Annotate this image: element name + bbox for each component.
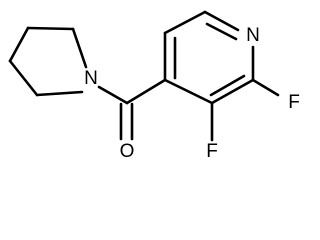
bond-pyrrolidine-c2-c3 bbox=[8, 59, 39, 97]
bond-pyridine-c5-c6 bbox=[163, 10, 207, 35]
bond-pyridine-c6-n-inner bbox=[205, 22, 238, 41]
atom-label-pyrrolidine-nitrogen: N bbox=[84, 68, 98, 89]
bond-pyrrolidine-c1-c4 bbox=[26, 26, 75, 31]
molecule-structure-diagram: N N O F F bbox=[8, 10, 300, 162]
atom-label-pyridine-nitrogen: N bbox=[246, 25, 260, 46]
atom-label-carbonyl-oxygen: O bbox=[120, 141, 135, 162]
bond-pyridine-c2-c3-inner bbox=[209, 74, 246, 97]
atom-label-fluorine-3: F bbox=[206, 141, 218, 162]
bond-c2-fluorine bbox=[251, 78, 280, 97]
amide-linker bbox=[97, 78, 167, 141]
bond-pyrrolidine-c4-n bbox=[71, 27, 88, 69]
bond-pyrrolidine-c3-n bbox=[35, 90, 84, 97]
pyrrolidine-ring bbox=[8, 26, 88, 97]
bond-carbonyl-ring bbox=[125, 78, 167, 105]
bond-n-carbonyl bbox=[97, 85, 129, 105]
bond-pyridine-c2-c3 bbox=[210, 78, 255, 105]
bond-pyridine-c3-c4 bbox=[163, 78, 214, 105]
atom-label-fluorine-2: F bbox=[288, 92, 300, 113]
bond-pyridine-c6-n bbox=[203, 10, 240, 32]
bond-pyrrolidine-c1-c2 bbox=[8, 26, 30, 63]
pyridine-ring bbox=[163, 10, 255, 105]
fluoro-substituents bbox=[210, 78, 280, 142]
